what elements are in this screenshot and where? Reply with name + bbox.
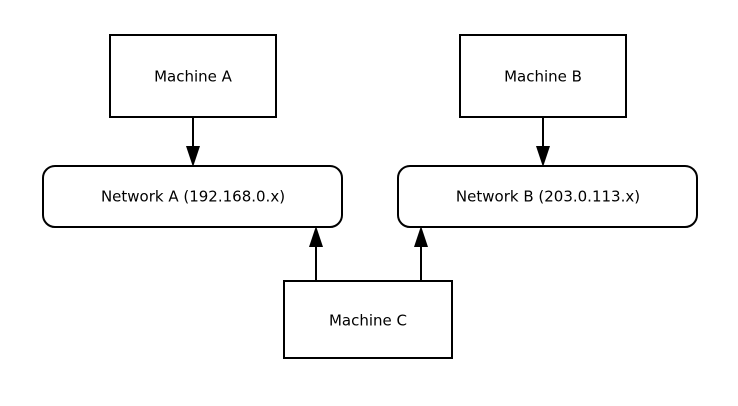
node-machine-a-label: Machine A bbox=[154, 68, 233, 86]
node-network-b-label: Network B (203.0.113.x) bbox=[456, 188, 640, 206]
node-network-b[interactable]: Network B (203.0.113.x) bbox=[397, 165, 698, 228]
arrowhead-down-network-a bbox=[186, 146, 200, 167]
edge-machine-c-to-network-b bbox=[414, 226, 428, 281]
arrowhead-down-network-b bbox=[536, 146, 550, 167]
node-network-a-label: Network A (192.168.0.x) bbox=[101, 188, 285, 206]
node-machine-b[interactable]: Machine B bbox=[459, 34, 627, 118]
node-machine-a-shape bbox=[109, 34, 277, 118]
node-machine-a[interactable]: Machine A bbox=[109, 34, 277, 118]
node-machine-c-shape bbox=[283, 280, 453, 359]
node-machine-b-label: Machine B bbox=[504, 68, 582, 86]
node-machine-c[interactable]: Machine C bbox=[283, 280, 453, 359]
edge-machine-a-to-network-a bbox=[186, 117, 200, 167]
node-network-b-shape bbox=[397, 165, 698, 228]
arrowhead-up-network-b bbox=[414, 226, 428, 247]
node-network-a[interactable]: Network A (192.168.0.x) bbox=[42, 165, 343, 228]
edge-machine-b-to-network-b bbox=[536, 117, 550, 167]
node-machine-b-shape bbox=[459, 34, 627, 118]
node-machine-c-label: Machine C bbox=[329, 312, 407, 330]
edge-machine-c-to-network-a bbox=[309, 226, 323, 281]
node-network-a-shape bbox=[42, 165, 343, 228]
arrowhead-up-network-a bbox=[309, 226, 323, 247]
